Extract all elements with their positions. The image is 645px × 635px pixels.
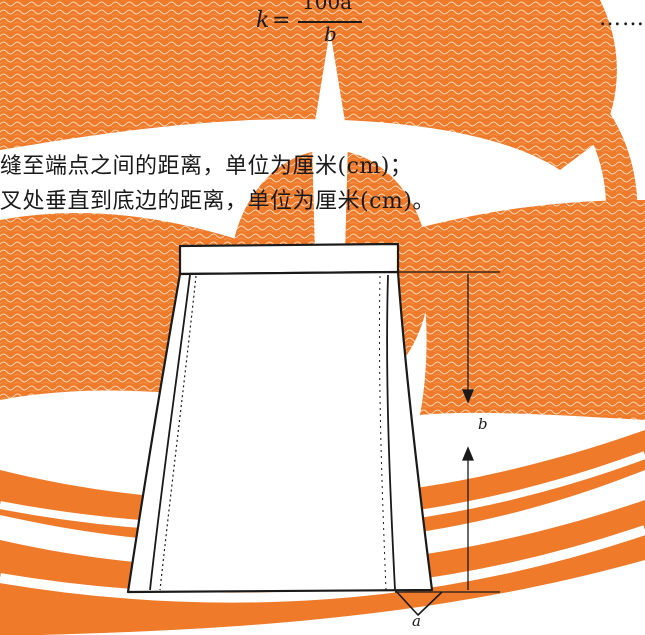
formula-numerator: 100a (302, 0, 353, 14)
text-line-1: 缝至端点之间的距离，单位为厘米(cm)； (0, 154, 413, 179)
watermark-right-arc (580, 100, 638, 320)
formula-equals: = (272, 8, 291, 33)
formula-lhs: k (256, 8, 270, 33)
slit-flap (394, 589, 443, 616)
waistband (178, 242, 400, 276)
fraction-bar (298, 21, 362, 23)
label-a: a (412, 612, 421, 630)
watermark-band-top (0, 0, 617, 170)
formula: k = 100a b (256, 0, 366, 46)
watermark-band-right (410, 200, 645, 420)
label-b: b (478, 415, 488, 433)
text-line-2: 叉处垂直到底边的距离，单位为厘米(cm)。 (0, 189, 435, 214)
skirt-body (126, 270, 434, 594)
formula-denominator: b (324, 22, 337, 46)
ellipsis: …… (599, 6, 645, 31)
